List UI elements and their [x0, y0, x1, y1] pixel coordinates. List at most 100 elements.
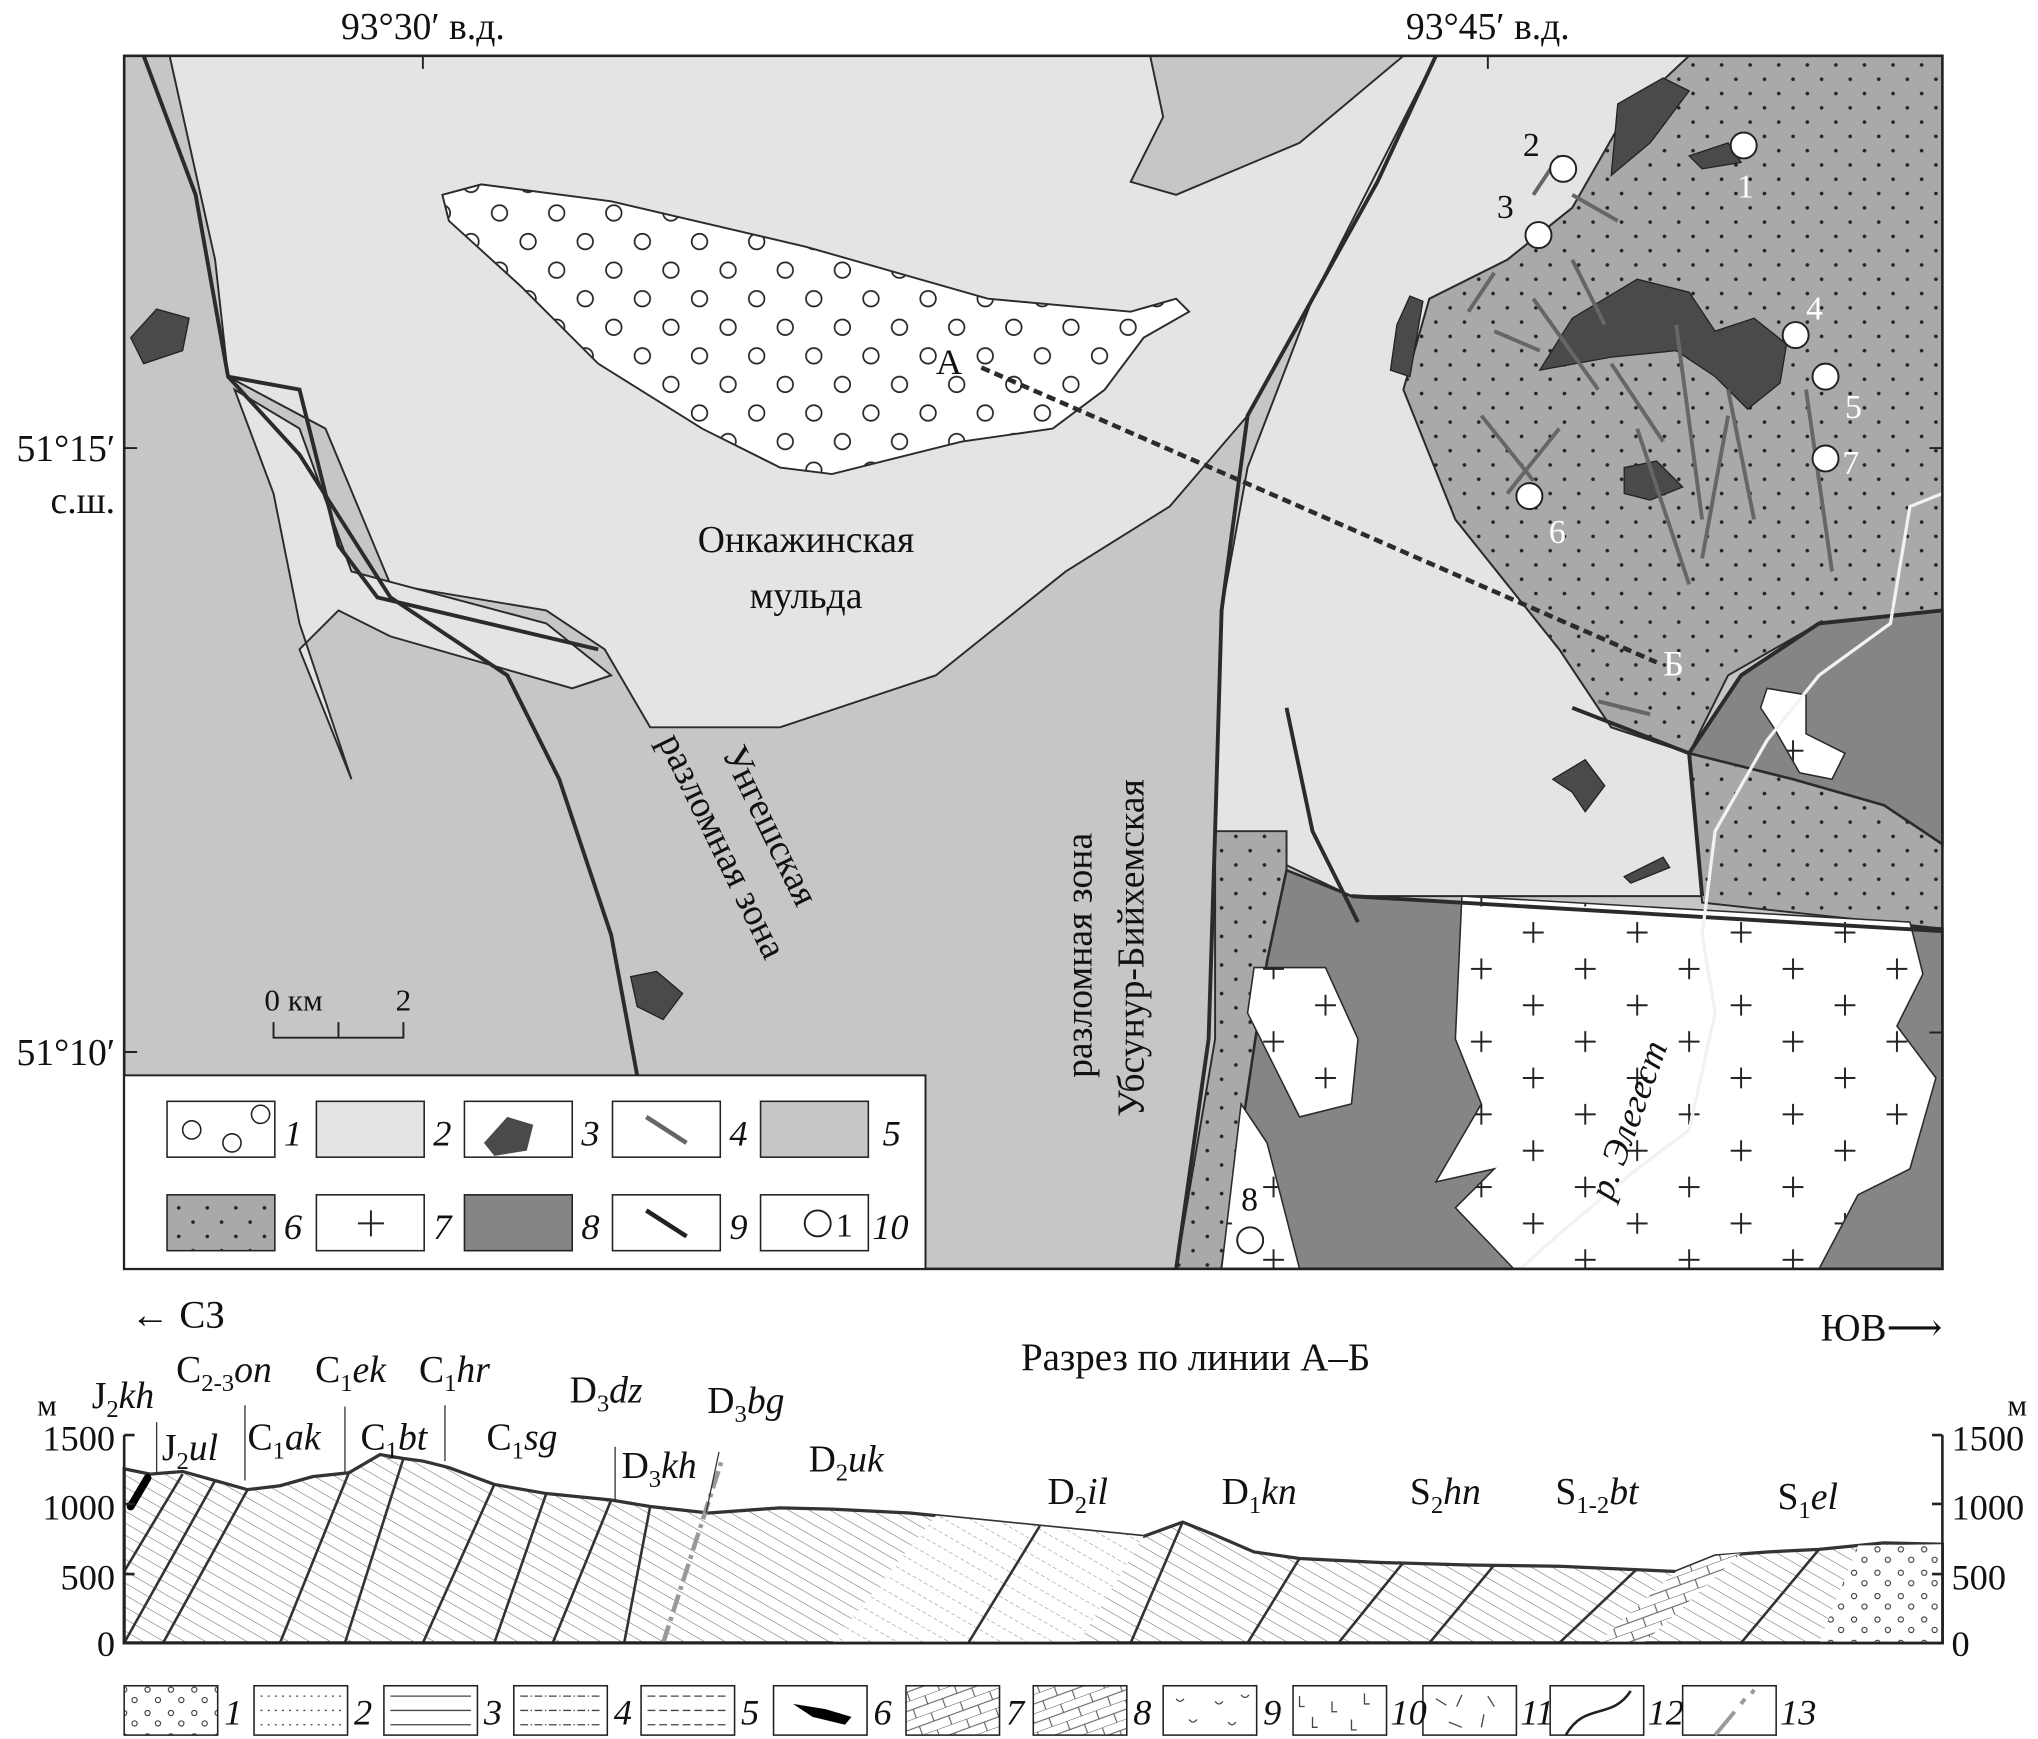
- formation-label-c1-ak: C1ak: [248, 1416, 322, 1464]
- site-3-label: 3: [1497, 189, 1514, 226]
- cross-section: ← СЗ ЮВ⟶ Разрез по линии А–Б м м 1500 10…: [37, 1293, 2027, 1737]
- tick-left-1000: 1000: [42, 1488, 115, 1528]
- site-1-label: 1: [1737, 168, 1754, 205]
- basin-label-line2: мульда: [750, 575, 863, 617]
- formation-label-c1-ek: C1ek: [315, 1349, 387, 1397]
- site-7-label: 7: [1842, 445, 1859, 482]
- section-legend-12: 12: [1648, 1693, 1684, 1733]
- site-4-marker: [1781, 321, 1810, 350]
- section-dike: [126, 1474, 152, 1511]
- formation-label-s1-2-bt: S1-2bt: [1555, 1471, 1640, 1519]
- section-dir-right: ЮВ⟶: [1821, 1306, 1943, 1349]
- map-legend-10: 10: [872, 1207, 908, 1247]
- section-legend-1: 1: [224, 1693, 242, 1733]
- section-unit-left: м: [37, 1388, 57, 1423]
- site-2-marker: [1549, 154, 1578, 183]
- formation-label-s1-el: S1el: [1777, 1476, 1837, 1524]
- map-legend-4: 4: [729, 1113, 747, 1153]
- map-unit-7-granite-small: [1759, 687, 1847, 781]
- lat-lower-label: 51°10′: [16, 1032, 115, 1074]
- section-legend-3: 3: [483, 1693, 502, 1733]
- tick-right-500: 500: [1951, 1558, 2006, 1598]
- formation-label-c1-bt: C1bt: [361, 1416, 429, 1464]
- scale-bar: 0 км 2: [264, 982, 412, 1039]
- map-legend-6: 6: [284, 1207, 302, 1247]
- point-b-label: Б: [1663, 643, 1684, 683]
- point-a-label: А: [936, 342, 962, 382]
- lon-left-label: 93°30′ в.д.: [341, 6, 505, 48]
- graticule-ticks: [124, 55, 1943, 1053]
- formation-label-d2-uk: D2uk: [809, 1438, 885, 1486]
- site-1-marker: [1729, 131, 1758, 160]
- site-8-label: 8: [1241, 1181, 1258, 1218]
- ubsunur-zone-label-line1: Убсунур-Бийхемская: [1111, 779, 1153, 1117]
- site-8-marker: [1236, 1226, 1265, 1255]
- map-unit-2-west-strip: [232, 387, 614, 780]
- formation-label-j2-kh: J2kh: [92, 1375, 155, 1423]
- section-legend-13: 13: [1780, 1693, 1816, 1733]
- tick-right-1000: 1000: [1951, 1488, 2024, 1528]
- tick-right-0: 0: [1951, 1624, 1969, 1664]
- formation-label-c1-hr: C1hr: [419, 1349, 490, 1397]
- basin-label-line1: Онкажинская: [698, 519, 915, 561]
- site-5-marker: [1811, 362, 1840, 391]
- lat-upper-label: 51°15′: [16, 428, 115, 470]
- section-contacts: [123, 1458, 1821, 1644]
- section-legend-11: 11: [1520, 1693, 1554, 1733]
- formation-label-d3-dz: D3dz: [570, 1370, 643, 1418]
- map-legend: 1 1 2 3 4 5 6 7 8 9 10: [123, 1074, 927, 1270]
- tick-left-1500: 1500: [42, 1419, 115, 1459]
- formation-label-d1-kn: D1kn: [1222, 1471, 1297, 1519]
- formation-leaders: [155, 1405, 720, 1514]
- map-unit-7-granite-west: [1246, 966, 1359, 1118]
- tick-left-500: 500: [61, 1558, 116, 1598]
- map-legend-1: 1: [284, 1113, 302, 1153]
- scale-two-label: 2: [396, 982, 412, 1017]
- site-4-label: 4: [1806, 290, 1823, 327]
- section-legend-4: 4: [614, 1693, 632, 1733]
- tick-left-0: 0: [97, 1624, 115, 1664]
- site-3-marker: [1524, 221, 1553, 250]
- formation-label-j2-ul: J2ul: [162, 1427, 218, 1475]
- section-legend-2: 2: [354, 1693, 372, 1733]
- tick-right-1500: 1500: [1951, 1419, 2024, 1459]
- legend10-sample-label: 1: [836, 1207, 853, 1244]
- ubsunur-zone-label-line2: разломная зона: [1059, 833, 1101, 1078]
- lon-right-label: 93°45′ в.д.: [1406, 6, 1570, 48]
- section-legend-9: 9: [1263, 1693, 1281, 1733]
- site-6-label: 6: [1549, 514, 1566, 551]
- scale-zero-label: 0 км: [264, 982, 322, 1017]
- map-legend-9: 9: [729, 1207, 747, 1247]
- section-unit-right: м: [2007, 1388, 2027, 1423]
- map-faults: [141, 55, 1943, 1270]
- map-unit-4-dikes: [1466, 154, 1834, 717]
- section-zone-dashed: [831, 1515, 1144, 1643]
- section-title: Разрез по линии А–Б: [1021, 1336, 1370, 1379]
- map-frame: [122, 54, 1944, 1271]
- site-markers: [1236, 131, 1840, 1255]
- site-2-label: 2: [1523, 127, 1540, 164]
- section-dir-left: ← СЗ: [131, 1293, 225, 1336]
- map-legend-3: 3: [580, 1113, 599, 1153]
- river-elegest: [1519, 492, 1944, 1271]
- site-6-marker: [1515, 482, 1544, 511]
- site-7-marker: [1811, 444, 1840, 473]
- formation-label-c1-sg: C1sg: [487, 1416, 558, 1464]
- formation-label-c2-3-on: C2-3on: [176, 1349, 272, 1397]
- formation-label-s2-hn: S2hn: [1410, 1471, 1481, 1519]
- section-axes: [122, 1433, 1944, 1645]
- section-legend-6: 6: [874, 1693, 892, 1733]
- section-zone-limestone: [1598, 1553, 1742, 1643]
- section-legend-8: 8: [1133, 1693, 1151, 1733]
- site-5-label: 5: [1845, 389, 1862, 426]
- map-legend-8: 8: [581, 1207, 599, 1247]
- map-legend-5: 5: [883, 1113, 901, 1153]
- map-unit-1-basin: [441, 183, 1191, 476]
- formation-label-d3-bg: D3bg: [707, 1380, 784, 1428]
- geological-map: А Б 1 2 3 4 5 6 7 8 Онкажинская мульда У…: [16, 6, 1944, 1271]
- formation-label-d2-il: D2il: [1048, 1471, 1108, 1519]
- section-legend-7: 7: [1006, 1693, 1026, 1733]
